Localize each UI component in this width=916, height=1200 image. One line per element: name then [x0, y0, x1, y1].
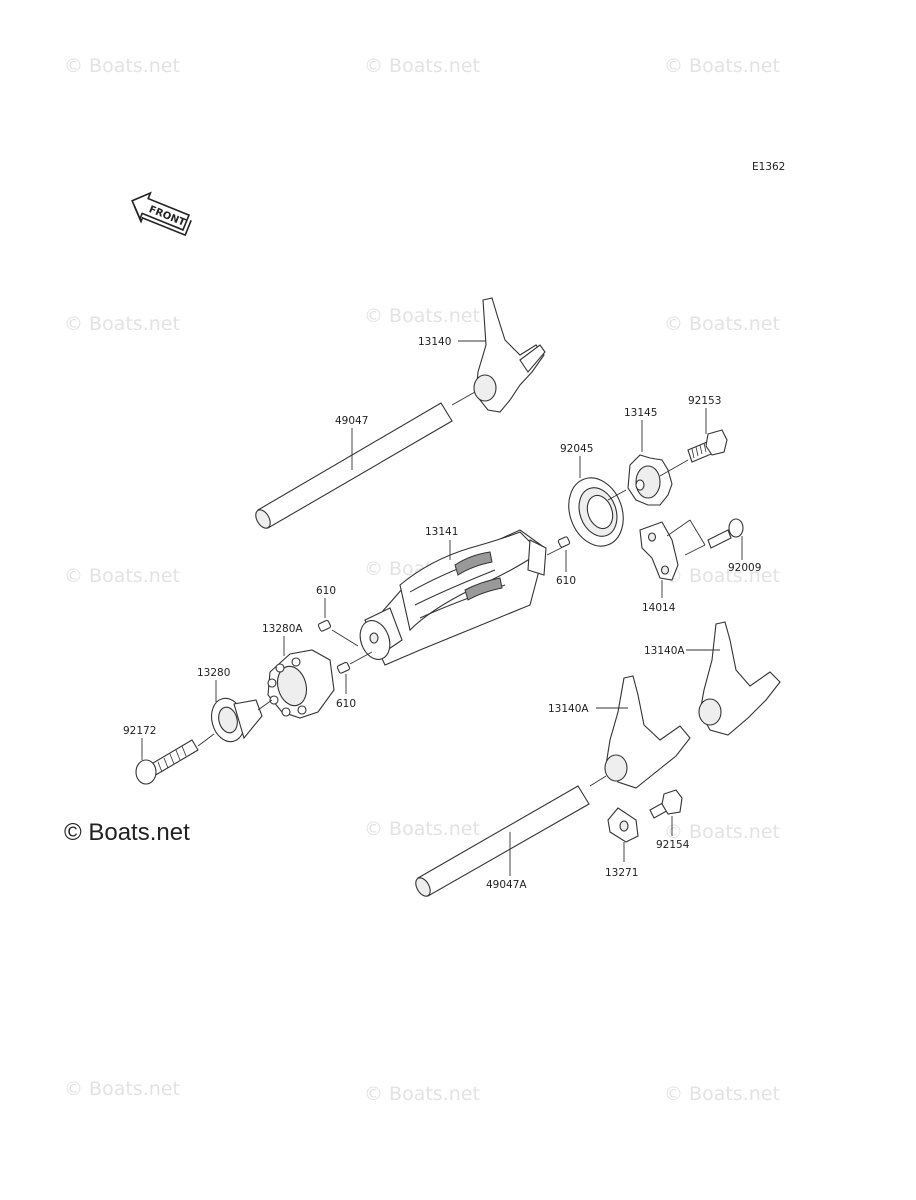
pin-610-top [317, 619, 332, 632]
watermark: © Boats.net [664, 55, 780, 77]
shift-fork-13140A-right [698, 621, 781, 736]
bearing-92045 [568, 477, 624, 547]
watermark: © Boats.net [664, 565, 780, 587]
bolt-92154 [649, 789, 683, 819]
part-label-13280: 13280 [197, 667, 230, 679]
part-label-13140A-mid: 13140A [548, 703, 589, 715]
plate-13271 [607, 807, 639, 843]
part-label-13140: 13140 [418, 336, 451, 348]
shift-fork-13140A-mid [604, 675, 691, 789]
part-label-13145: 13145 [624, 407, 657, 419]
boats-net-logo: © Boats.net [64, 819, 190, 846]
watermark: © Boats.net [364, 818, 480, 840]
watermark: © Boats.net [64, 55, 180, 77]
pin-610-right [557, 536, 571, 548]
part-label-92154: 92154 [656, 839, 690, 851]
leader-line [659, 459, 689, 477]
leader-line [607, 489, 627, 501]
part-label-13141: 13141 [425, 526, 458, 538]
part-label-14014: 14014 [642, 602, 676, 614]
watermark: © Boats.net [664, 821, 780, 843]
watermark: © Boats.net [64, 313, 180, 335]
leader-line [666, 519, 691, 537]
holder-13280 [210, 697, 263, 743]
shift-drum-13141 [359, 529, 547, 666]
part-label-13140A-top: 13140A [644, 645, 685, 657]
part-label-610-top: 610 [316, 585, 336, 597]
part-label-49047: 49047 [335, 415, 368, 427]
watermark: © Boats.net [364, 55, 480, 77]
part-label-13280A: 13280A [262, 623, 303, 635]
watermark: © Boats.net [364, 1083, 480, 1105]
shift-cam-13145 [627, 454, 673, 506]
shift-shaft-49047 [255, 391, 476, 529]
watermark: © Boats.net [664, 313, 780, 335]
leader-line [257, 699, 273, 711]
screw-92009 [707, 518, 744, 549]
shift-fork-13140 [473, 297, 546, 413]
watermark: © Boats.net [64, 1078, 180, 1100]
diagram-code: E1362 [752, 161, 785, 173]
leader-line [197, 733, 215, 747]
leader-line [331, 629, 359, 647]
pin-610-bottom [336, 661, 351, 674]
leader-line [349, 651, 373, 665]
bolt-92153 [687, 429, 728, 463]
front-arrow-icon: FRONT [131, 191, 192, 237]
part-label-49047A: 49047A [486, 879, 527, 891]
bolt-92172 [135, 739, 199, 785]
part-label-610-bottom: 610 [336, 698, 356, 710]
stopper-plate-14014 [639, 521, 679, 581]
leader-line [689, 519, 706, 546]
watermark: © Boats.net [64, 565, 180, 587]
part-label-92172: 92172 [123, 725, 156, 737]
watermark: © Boats.net [364, 305, 480, 327]
pin-plate-13280A [267, 649, 335, 719]
part-label-92153: 92153 [688, 395, 721, 407]
part-label-610-right: 610 [556, 575, 576, 587]
part-label-13271: 13271 [605, 867, 638, 879]
shift-shaft-49047A [415, 775, 607, 897]
part-label-92009: 92009 [728, 562, 761, 574]
part-label-92045: 92045 [560, 443, 593, 455]
watermark: © Boats.net [664, 1083, 780, 1105]
leader-line [684, 544, 706, 556]
